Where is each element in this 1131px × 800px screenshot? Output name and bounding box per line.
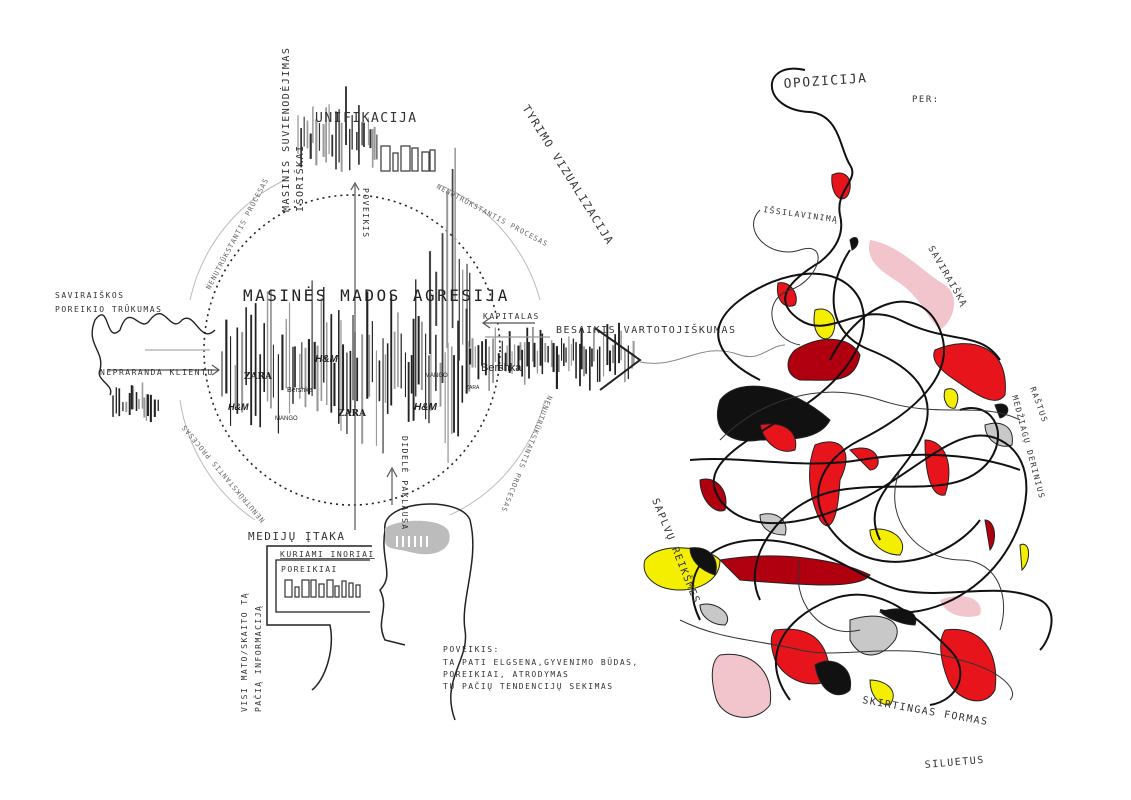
- needs-label: POREIKIAI: [281, 565, 338, 574]
- screen-frame: [266, 545, 372, 691]
- everyone-sees-label-1: VISI MATO/SKAITO TĄ: [240, 592, 249, 712]
- effect-title: POVEIKIS:: [443, 645, 500, 654]
- brand-label: MANGO: [275, 416, 298, 422]
- self-expression-label-1: SAVIRAIŠKOS: [55, 289, 124, 300]
- brand-label: Bershka: [481, 362, 522, 374]
- brand-label: ZARA: [338, 409, 367, 419]
- through-label: PER:: [912, 95, 940, 105]
- center-title: MASINĖS MADOS AGRESIJA: [243, 286, 510, 305]
- color-blobs: [643, 172, 1029, 718]
- unification-rects: [380, 145, 436, 172]
- screen-inner: [275, 559, 370, 613]
- brand-label: Bershka: [287, 387, 313, 394]
- connector-line: [639, 344, 786, 364]
- arrow-head: [594, 327, 642, 391]
- brand-label: ZARA: [466, 385, 480, 391]
- screen-rects: [284, 579, 361, 598]
- brain-shape: [385, 520, 450, 555]
- tangle-lines: [689, 67, 1053, 706]
- created-desires-label: KURIAMI INORIAI: [280, 550, 375, 559]
- externally-label: IŠORIŠKAI: [293, 144, 306, 212]
- patterns-label: RAŠTUS: [1028, 385, 1051, 424]
- education-label: IŠSILAVINIMĄ: [763, 203, 840, 224]
- process-label-4: NENUTRŪKSTANTIS PROCESAS: [179, 423, 266, 525]
- brand-label: MANGO: [425, 373, 448, 379]
- research-title: TYRIMO VIZUALIZACIJA: [519, 103, 616, 248]
- everyone-sees-label-2: PAČIĄ INFORMACIJĄ: [252, 605, 263, 712]
- mass-uniformity-label: MASINIS SUVIENODĖJIMAS: [279, 47, 292, 212]
- silhouettes-label: SILUETUS: [924, 755, 985, 771]
- brand-label: H&M: [228, 402, 249, 412]
- capital-label: KAPITALAS: [483, 312, 540, 321]
- effect-line: TA PATI ELGSENA,GYVENIMO BŪDAS,: [443, 657, 639, 667]
- bar-cluster: [112, 86, 635, 463]
- media-influence-label: MEDIJŲ ĮTAKA: [248, 530, 345, 543]
- brand-label: ZARA: [244, 372, 273, 382]
- process-arcs: [179, 179, 546, 521]
- influence-vertical-label: POVEIKIS: [361, 188, 370, 239]
- process-label-3: NENUTRŪKSTANTIS PROCESAS: [499, 394, 554, 513]
- tangle-thin-lines: [679, 209, 1021, 701]
- unification-title: UNIFIKACIJA: [315, 111, 418, 126]
- big-demand-label: DIDELĖ PAKLAUSA: [400, 436, 410, 531]
- effect-line: POREIKIAI, ATRODYMAS: [443, 670, 569, 679]
- head-outline: [384, 503, 474, 721]
- consumerism-label: BESAIKIS VARTOTOJIŠKUMAS: [556, 323, 737, 336]
- arrows: [108, 181, 550, 530]
- effect-line: TŲ PAČIŲ TENDENCIJŲ SEKIMAS: [443, 680, 614, 691]
- opposition-title: OPOZICIJA: [783, 71, 868, 92]
- self-expression-label-2: POREIKIO TRŪKUMAS: [55, 304, 162, 314]
- process-label-1: NENUTRŪKSTANTIS PROCESAS: [204, 176, 271, 291]
- brand-label: H&M: [315, 354, 338, 365]
- face-outline: [379, 529, 406, 646]
- squiggle: [91, 312, 216, 396]
- brain-bars: [396, 536, 428, 547]
- brand-label: H&M: [414, 402, 437, 413]
- keeps-clients-label: NEPRARANDA KLIENTU: [100, 368, 214, 377]
